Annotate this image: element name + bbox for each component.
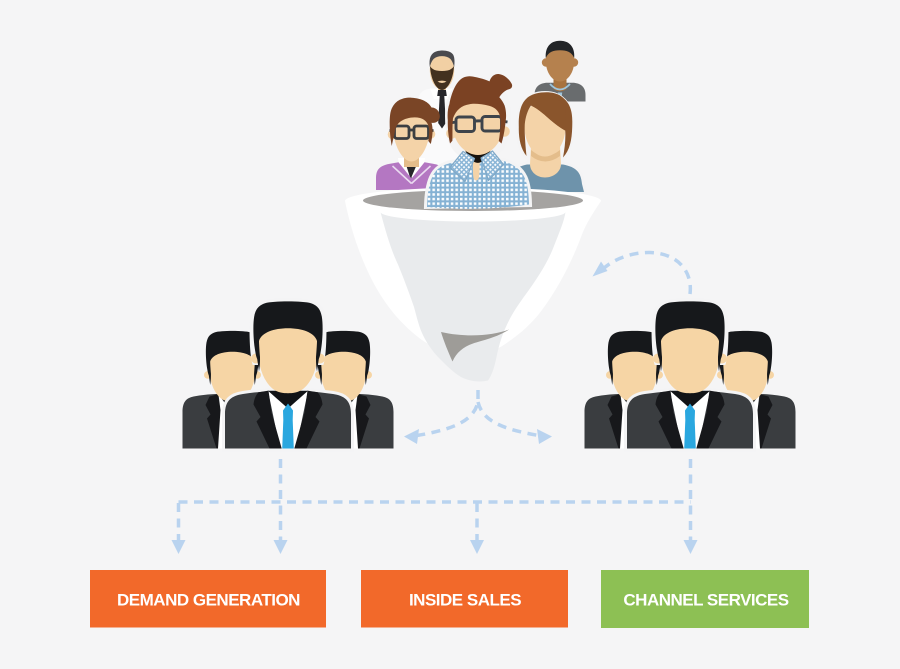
svg-text:INSIDE SALES: INSIDE SALES bbox=[409, 591, 521, 610]
svg-text:CHANNEL SERVICES: CHANNEL SERVICES bbox=[623, 591, 788, 610]
svg-text:DEMAND GENERATION: DEMAND GENERATION bbox=[117, 591, 300, 610]
